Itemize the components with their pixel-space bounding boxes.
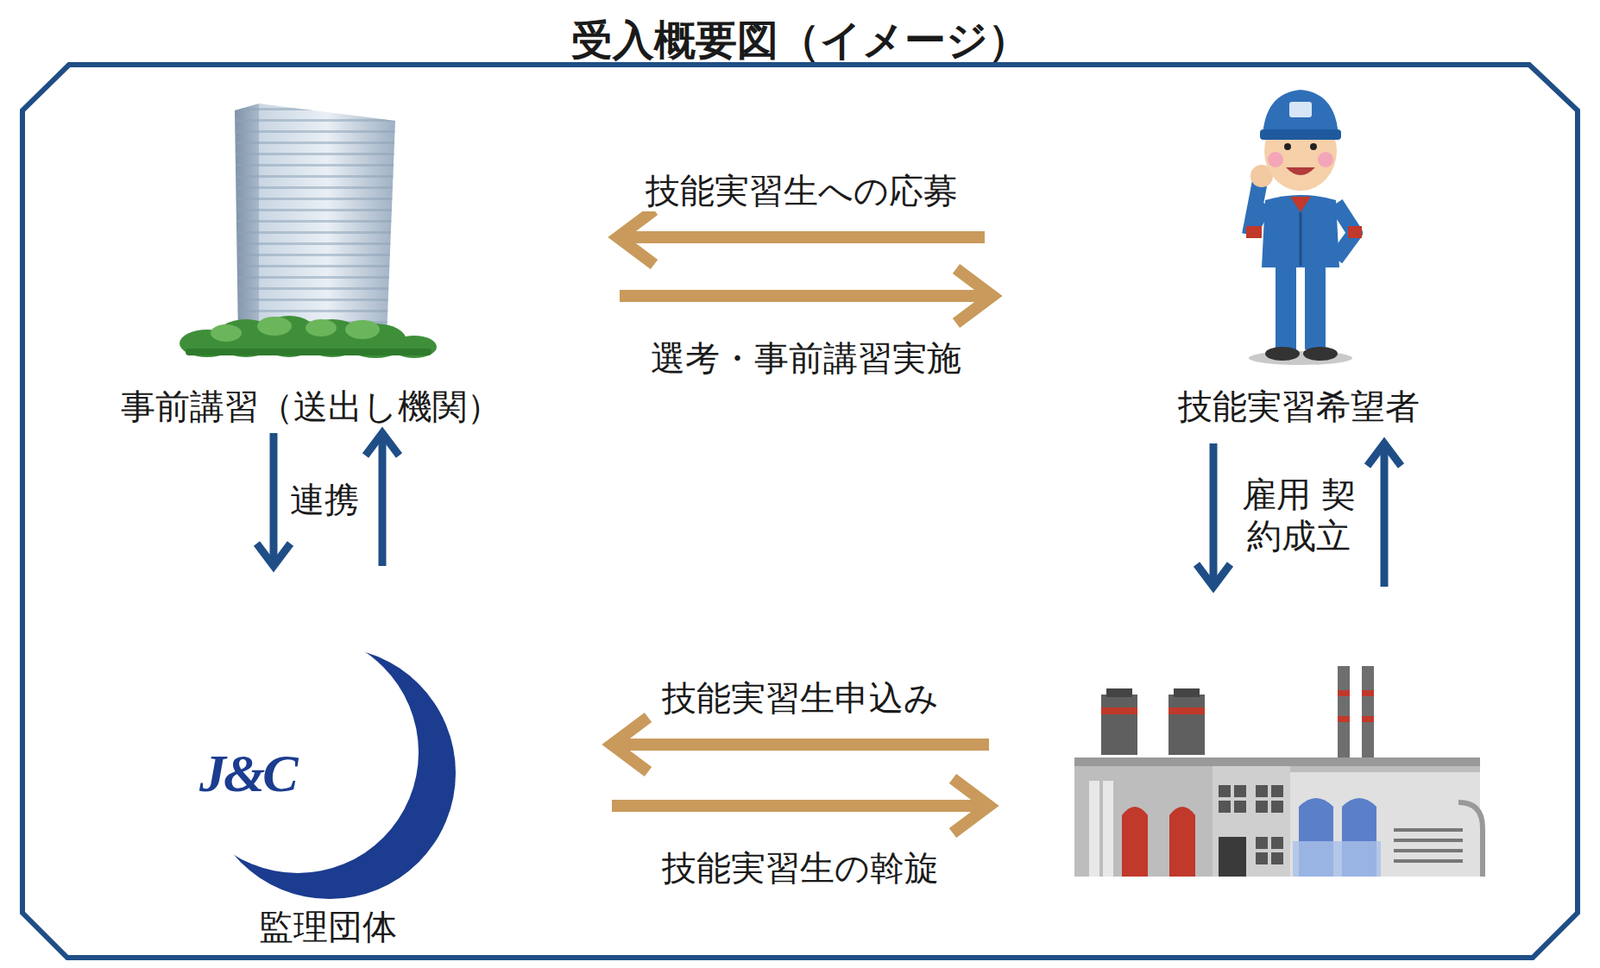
flow-arrow [619, 269, 993, 324]
arrow-shaft [378, 437, 387, 567]
arrow-head [1196, 564, 1231, 587]
arrow-shaft [270, 433, 278, 562]
arrow-head [365, 433, 400, 456]
arrow-head [956, 269, 993, 324]
jc-logo [176, 631, 456, 900]
flow-arrow [257, 433, 291, 567]
arrow-head [952, 779, 989, 834]
illustrated-node: 技能実習希望者 [1147, 75, 1450, 428]
arrow-shaft [624, 231, 985, 244]
edge-label: 連携 [289, 478, 360, 521]
edge-label: 雇用 契約成立 [1224, 473, 1374, 557]
arrow-shaft [611, 800, 983, 813]
illustrated-node: J&C 監理団体 [194, 645, 462, 950]
logo-text: J&C [199, 745, 297, 801]
node-label: 事前講習（送出し機関） [120, 385, 502, 428]
edge-label: 技能実習生申込み [658, 677, 943, 719]
illustrated-node [1070, 660, 1486, 881]
office-building [179, 103, 437, 359]
arrow-shaft [619, 289, 986, 303]
arrow-head [617, 210, 655, 265]
node-label: 技能実習希望者 [1177, 385, 1420, 428]
arrow-head [257, 543, 291, 567]
factory [1074, 666, 1483, 877]
flow-arrow [611, 779, 989, 834]
edge-label: 技能実習生への応募 [642, 170, 962, 212]
flow-arrow [365, 433, 400, 567]
arrow-shaft [1209, 443, 1218, 583]
arrow-head [1367, 443, 1402, 467]
flow-arrow [617, 210, 985, 265]
worker-figure [1246, 89, 1362, 366]
edge-label: 選考・事前講習実施 [647, 337, 965, 379]
edge-label: 技能実習生の斡旋 [658, 847, 943, 889]
flow-arrow [611, 718, 989, 773]
diagram-title: 受入概要図（イメージ） [0, 15, 1600, 64]
arrow-head [611, 718, 649, 773]
illustrated-node: 事前講習（送出し機関） [112, 94, 510, 428]
arrow-shaft [1380, 447, 1389, 587]
arrow-shaft [618, 738, 989, 751]
node-label: 監理団体 [258, 906, 397, 948]
